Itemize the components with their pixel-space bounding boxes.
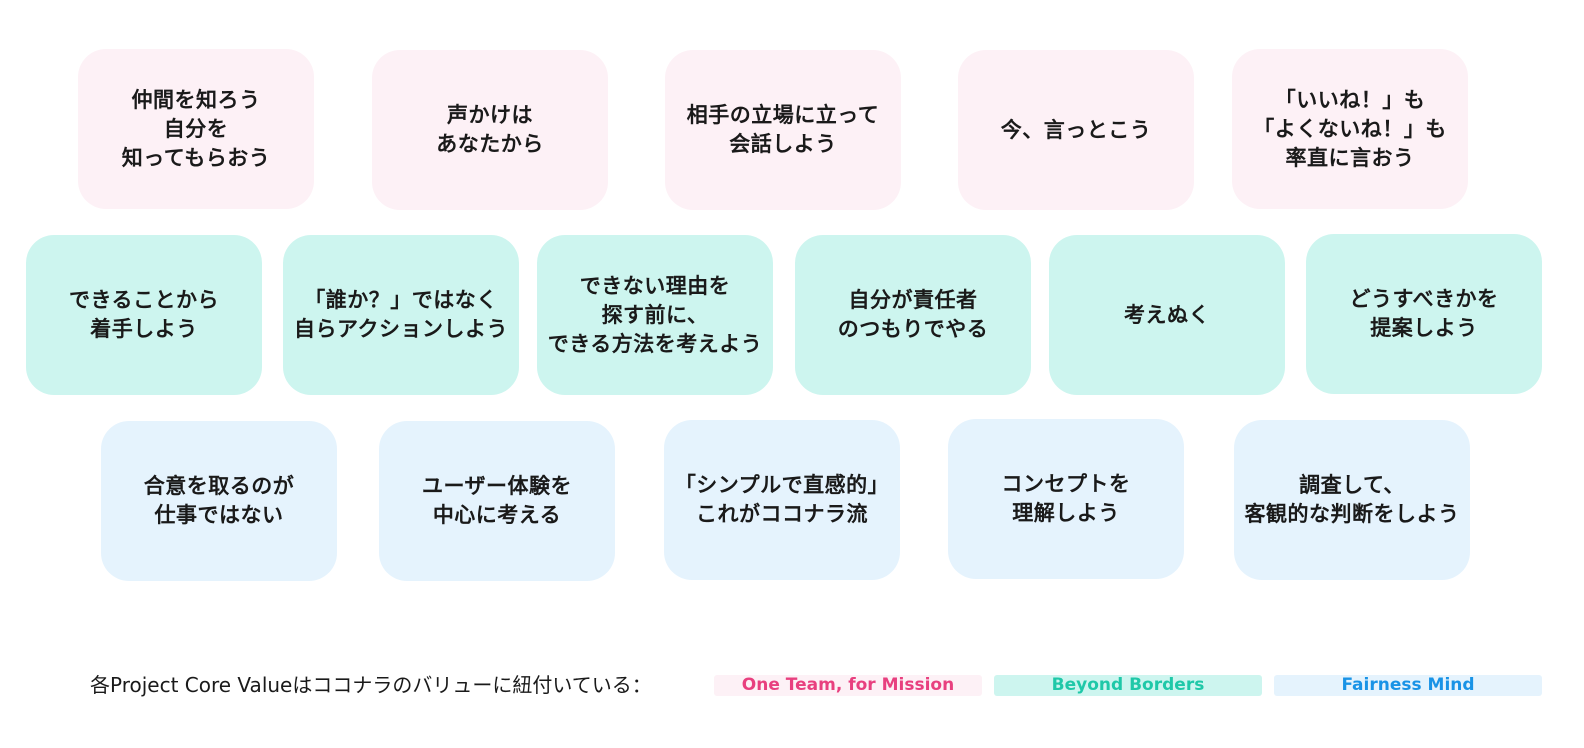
value-card-fairness-1: 合意を取るのが 仕事ではない [101,421,337,581]
value-card-fairness-5: 調査して、 客観的な判断をしよう [1234,420,1470,580]
value-card-text: どうすべきかを 提案しよう [1349,287,1499,340]
value-card-text: 今、言っとこう [1000,117,1152,142]
value-card-text: 調査して、 客観的な判断をしよう [1244,473,1460,526]
value-card-text: 「いいね！」も 「よくないね！」も 率直に言おう [1253,87,1447,170]
value-card-text: できることから 着手しよう [68,288,220,341]
legend-tag-fairness: Fairness Mind [1274,675,1542,696]
value-card-text: 声かけは あなたから [436,103,544,156]
value-card-text: 合意を取るのが 仕事ではない [143,474,295,527]
value-card-mission-4: 今、言っとこう [958,50,1194,210]
value-card-borders-1: できることから 着手しよう [26,235,262,395]
value-card-fairness-4: コンセプトを 理解しよう [948,419,1184,579]
value-card-fairness-3: 「シンプルで直感的」 これがココナラ流 [664,420,900,580]
legend-tag-borders: Beyond Borders [994,675,1262,696]
value-card-borders-5: 考えぬく [1049,235,1285,395]
value-card-mission-5: 「いいね！」も 「よくないね！」も 率直に言おう [1232,49,1468,209]
value-card-borders-4: 自分が責任者 のつもりでやる [795,235,1031,395]
value-card-text: ユーザー体験を 中心に考える [421,474,573,527]
value-card-fairness-2: ユーザー体験を 中心に考える [379,421,615,581]
value-card-text: できない理由を 探す前に、 できる方法を考えよう [547,273,763,356]
value-card-text: 「シンプルで直感的」 これがココナラ流 [674,473,890,526]
legend-caption: 各Project Core Valueはココナラのバリューに紐付いている： [90,673,652,697]
legend-tag-mission: One Team, for Mission [714,675,982,696]
value-card-text: 「誰か？」ではなく 自らアクションしよう [294,288,508,341]
value-card-borders-3: できない理由を 探す前に、 できる方法を考えよう [537,235,773,395]
value-card-mission-3: 相手の立場に立って 会話しよう [665,50,901,210]
value-card-text: 相手の立場に立って 会話しよう [686,103,880,156]
value-card-mission-2: 声かけは あなたから [372,50,608,210]
value-card-mission-1: 仲間を知ろう 自分を 知ってもらおう [78,49,314,209]
value-card-borders-2: 「誰か？」ではなく 自らアクションしよう [283,235,519,395]
value-card-text: 仲間を知ろう 自分を 知ってもらおう [121,87,271,170]
value-card-text: 自分が責任者 のつもりでやる [837,288,989,341]
value-card-text: コンセプトを 理解しよう [1001,472,1131,525]
value-card-borders-6: どうすべきかを 提案しよう [1306,234,1542,394]
value-card-text: 考えぬく [1124,302,1210,327]
